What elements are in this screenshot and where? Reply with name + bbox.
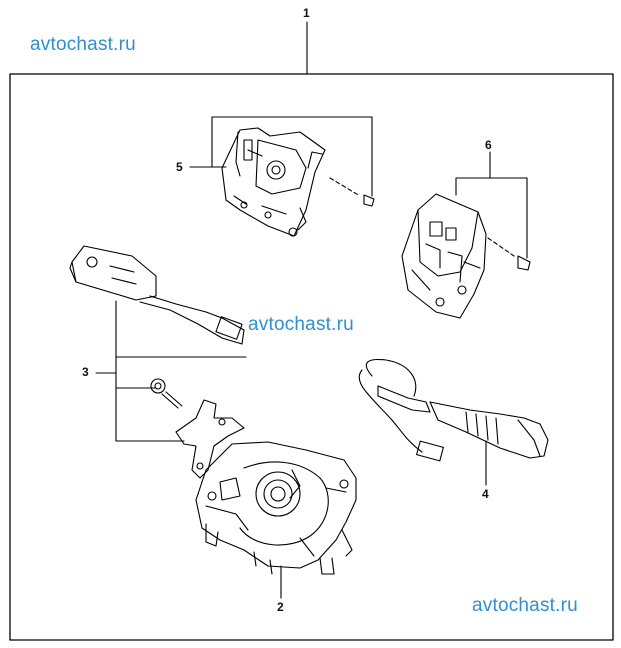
watermark-center: avtochast.ru — [248, 314, 354, 335]
watermark-top-left: avtochast.ru — [30, 34, 136, 55]
diagram-frame — [9, 73, 614, 641]
light-switch-screw — [150, 378, 183, 409]
clock-spring-assembly — [195, 441, 357, 575]
callout-1: 1 — [303, 6, 310, 20]
bracket-left-part — [221, 127, 375, 237]
leader-5 — [189, 116, 373, 197]
callout-5: 5 — [176, 160, 183, 174]
leader-6 — [455, 151, 528, 259]
callout-2: 2 — [277, 600, 284, 614]
callout-3: 3 — [82, 365, 89, 379]
watermark-bottom-right: avtochast.ru — [472, 595, 578, 616]
wiper-switch-lever — [358, 358, 549, 462]
bracket-right-part — [401, 193, 531, 319]
callout-6: 6 — [485, 138, 492, 152]
light-switch-lever — [69, 245, 245, 345]
mount-bracket — [175, 399, 245, 479]
callout-4: 4 — [482, 487, 489, 501]
leader-3 — [95, 300, 247, 442]
